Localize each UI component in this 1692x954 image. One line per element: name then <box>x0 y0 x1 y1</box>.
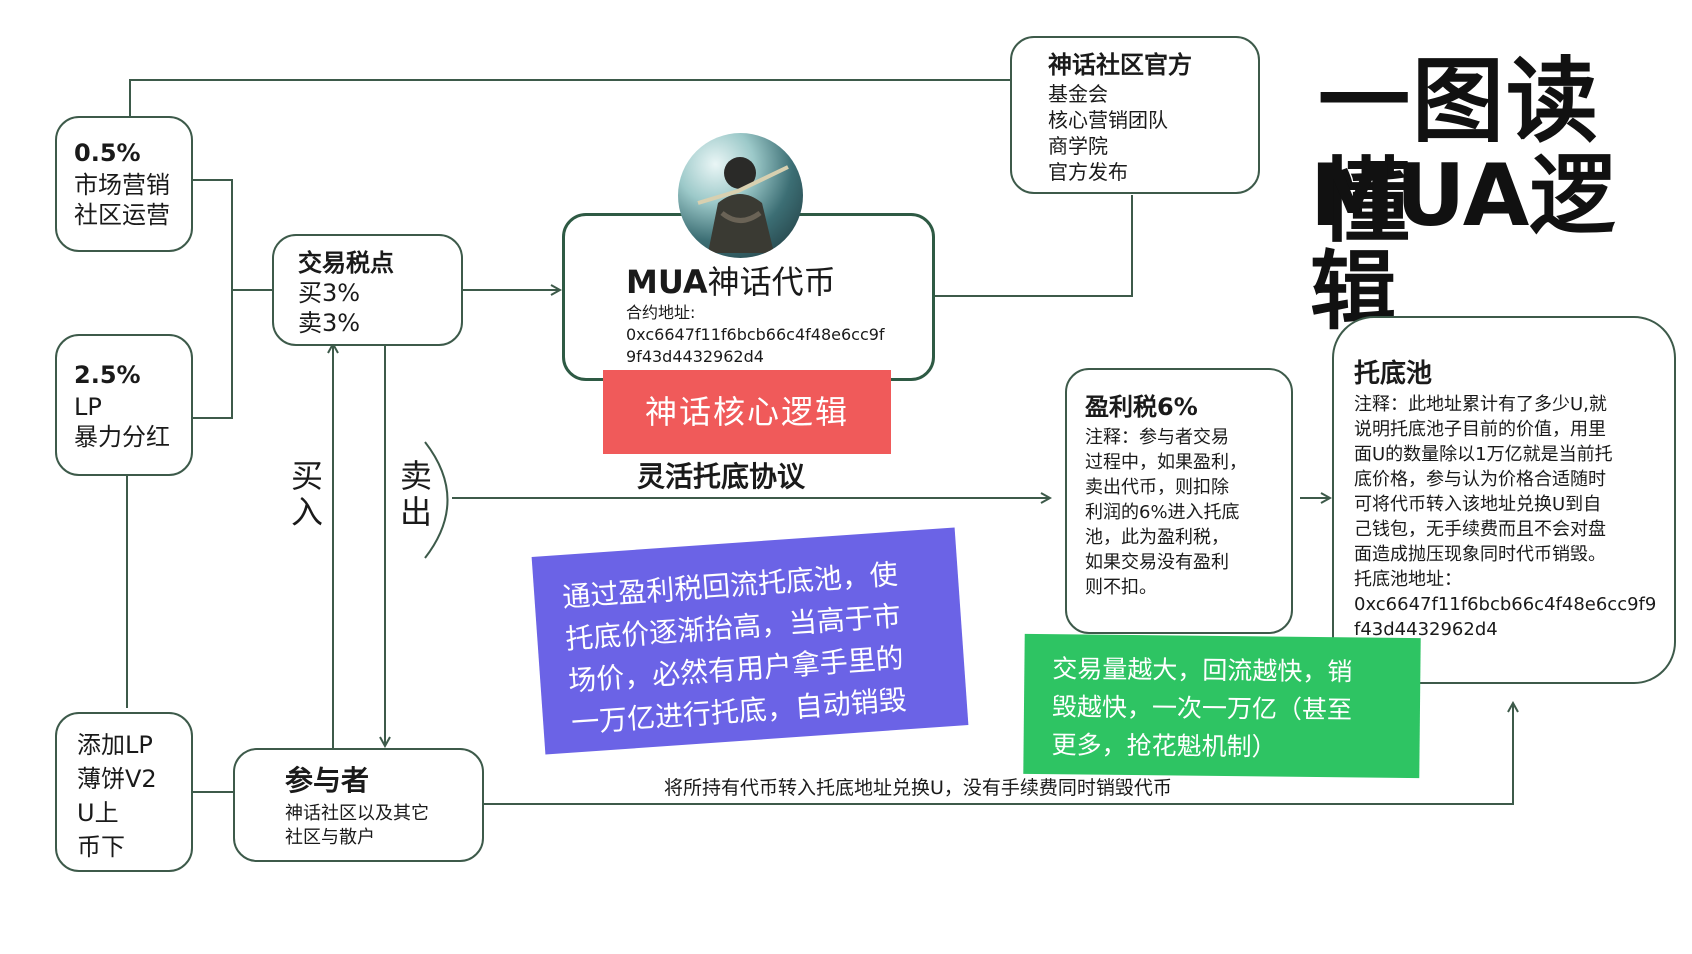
profit-tax-line: 如果交易没有盈利 <box>1085 552 1229 573</box>
pool-line: 注释：此地址累计有了多少U,就 <box>1354 394 1607 415</box>
green-note-line: 毁越快，一次一万亿（甚至 <box>1051 692 1353 725</box>
profit-tax-line: 利润的6%进入托底 <box>1085 502 1240 523</box>
warrior-figure-icon <box>697 157 789 253</box>
buy-char: 买 <box>291 457 324 495</box>
lp-line: 暴力分红 <box>74 423 170 451</box>
add-lp-line: U上 <box>77 799 119 827</box>
add-lp-line: 添加LP <box>77 731 153 759</box>
line-official-token <box>935 195 1133 297</box>
pool-line: 底价格，参与认为价格合适随时 <box>1354 469 1606 490</box>
add-lp-line: 薄饼V2 <box>77 765 157 793</box>
pool-line: 可将代币转入该地址兑换U到自 <box>1354 494 1602 515</box>
purple-note: 通过盈利税回流托底池，使 托底价逐渐抬高，当高于市 场价，必然有用户拿手里的 一… <box>531 527 969 755</box>
sell-arc <box>424 441 449 559</box>
pool-line: 托底池地址： <box>1354 569 1462 590</box>
pool-line: 面U的数量除以1万亿就是当前托 <box>1354 444 1613 465</box>
sell-char: 出 <box>400 493 433 531</box>
warrior-avatar <box>678 133 803 258</box>
sell-label: 卖 出 <box>400 458 432 530</box>
marketing-pct: 0.5% <box>74 139 141 167</box>
profit-tax-box: 盈利税6% 注释：参与者交易 过程中，如果盈利， 卖出代币，则扣除 利润的6%进… <box>1065 368 1293 634</box>
pool-line: 己钱包，无手续费而且不会对盘 <box>1354 519 1606 540</box>
profit-tax-line: 注释：参与者交易 <box>1085 427 1229 448</box>
green-note-line: 交易量越大，回流越快，销 <box>1052 654 1353 687</box>
green-note-line: 更多，抢花魁机制） <box>1051 730 1277 762</box>
official-item: 商学院 <box>1048 134 1108 158</box>
line-fee-bracket <box>193 179 233 419</box>
token-address-label: 合约地址: <box>626 303 696 322</box>
tax-buy: 买3% <box>298 279 361 307</box>
trade-tax-box: 交易税点 买3% 卖3% <box>272 234 463 346</box>
token-address: 9f43d4432962d4 <box>626 347 764 366</box>
arrow-participant-pool <box>484 703 1513 805</box>
profit-tax-line: 则不扣。 <box>1085 577 1157 598</box>
profit-tax-title: 盈利税6% <box>1085 393 1198 421</box>
green-note: 交易量越大，回流越快，销 毁越快，一次一万亿（甚至 更多，抢花魁机制） <box>1023 633 1421 779</box>
floor-pool-box: 托底池 注释：此地址累计有了多少U,就 说明托底池子目前的价值，用里 面U的数量… <box>1332 316 1676 684</box>
bottom-flow-label: 将所持有代币转入托底地址兑换U，没有手续费同时销毁代币 <box>664 777 1172 799</box>
headline-title: 一图读懂 <box>1318 48 1601 255</box>
pool-address: 0xc6647f11f6bcb66c4f48e6cc9f9 <box>1354 594 1657 615</box>
buy-label: 买 入 <box>291 458 323 530</box>
participant-title: 参与者 <box>285 764 370 797</box>
token-name-row: MUA神话代币 <box>626 264 836 300</box>
pool-line: 面造成抛压现象同时代币销毁。 <box>1354 544 1606 565</box>
pool-title: 托底池 <box>1354 359 1433 389</box>
token-address: 0xc6647f11f6bcb66c4f48e6cc9f <box>626 325 885 344</box>
token-brand: MUA <box>626 263 708 301</box>
profit-tax-line: 卖出代币，则扣除 <box>1085 477 1229 498</box>
lp-line: LP <box>74 393 102 421</box>
official-item: 核心营销团队 <box>1048 108 1168 132</box>
add-lp-box: 添加LP 薄饼V2 U上 币下 <box>55 712 193 872</box>
tax-sell: 卖3% <box>298 309 361 337</box>
tax-title: 交易税点 <box>298 249 394 277</box>
official-title: 神话社区官方 <box>1048 51 1192 79</box>
lp-pct: 2.5% <box>74 361 141 389</box>
pool-address: f43d4432962d4 <box>1354 619 1498 640</box>
marketing-line: 社区运营 <box>74 201 170 229</box>
profit-tax-line: 池，此为盈利税， <box>1085 527 1229 548</box>
buy-char: 入 <box>291 493 324 531</box>
official-item: 官方发布 <box>1048 160 1128 184</box>
marketing-line: 市场营销 <box>74 171 170 199</box>
participant-line: 神话社区以及其它 <box>285 803 429 824</box>
core-logic-label: 神话核心逻辑 <box>603 370 891 454</box>
participant-line: 社区与散户 <box>285 827 375 848</box>
protocol-label: 灵活托底协议 <box>637 460 806 493</box>
lp-dividend-box: 2.5% LP 暴力分红 <box>55 334 193 476</box>
add-lp-line: 币下 <box>77 833 125 861</box>
official-item: 基金会 <box>1048 82 1108 106</box>
headline-subtitle: MUA逻辑 <box>1310 146 1616 342</box>
official-box: 神话社区官方 基金会 核心营销团队 商学院 官方发布 <box>1010 36 1260 194</box>
participant-box: 参与者 神话社区以及其它 社区与散户 <box>233 748 484 862</box>
pool-line: 说明托底池子目前的价值，用里 <box>1354 419 1606 440</box>
token-name: 神话代币 <box>707 263 836 301</box>
profit-tax-line: 过程中，如果盈利， <box>1085 452 1247 473</box>
line-official-marketing <box>129 79 1010 118</box>
sell-char: 卖 <box>400 457 433 495</box>
marketing-fee-box: 0.5% 市场营销 社区运营 <box>55 116 193 252</box>
